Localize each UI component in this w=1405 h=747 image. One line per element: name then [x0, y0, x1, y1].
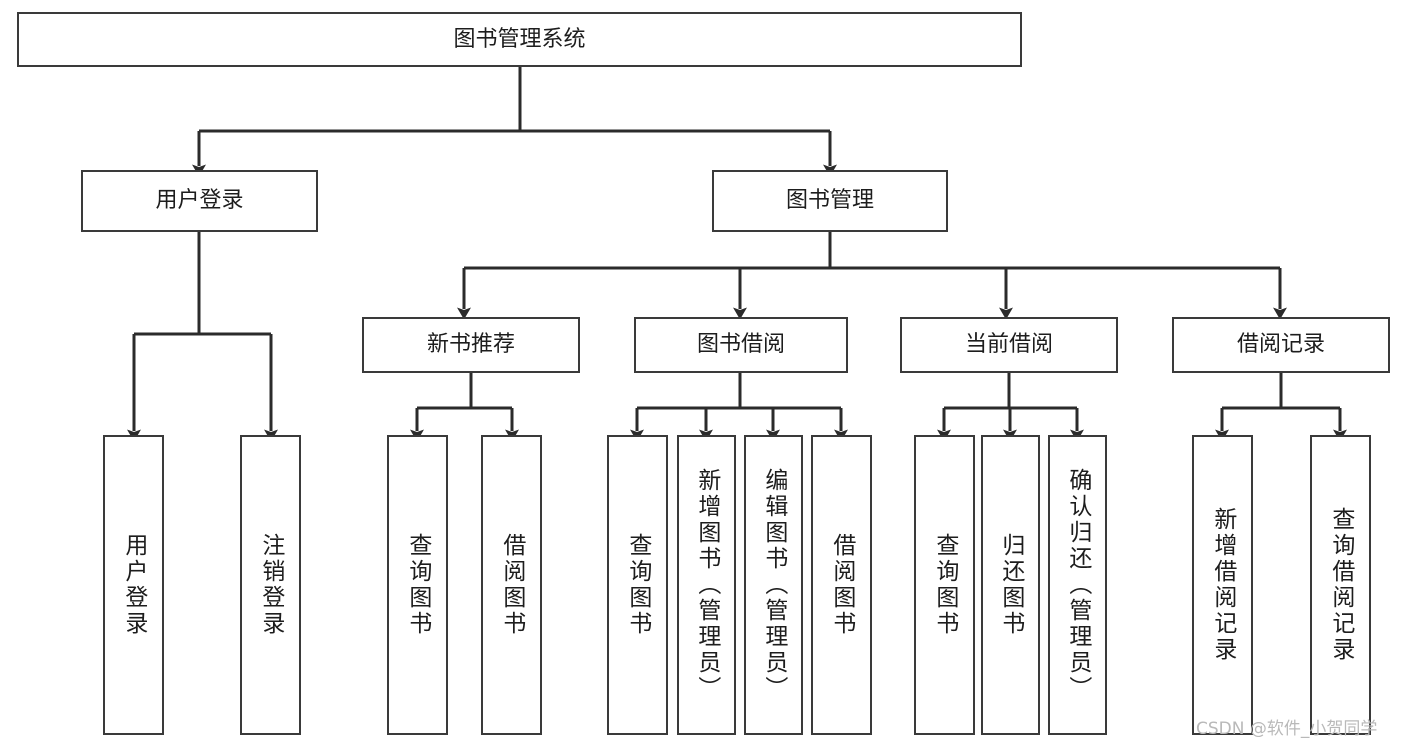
- node-root[interactable]: 图书管理系统: [17, 12, 1022, 67]
- node-user-login[interactable]: 用户登录: [81, 170, 318, 232]
- node-leaf-query-record[interactable]: 查询借阅记录: [1310, 435, 1371, 735]
- node-leaf-add-book-label: 新增图书（管理员）: [693, 468, 720, 702]
- node-leaf-edit-book-label: 编辑图书（管理员）: [760, 468, 787, 702]
- node-leaf-query-book-1[interactable]: 查询图书: [387, 435, 448, 735]
- node-current-borrow[interactable]: 当前借阅: [900, 317, 1118, 373]
- node-user-login-label: 用户登录: [155, 188, 244, 214]
- node-leaf-add-book[interactable]: 新增图书（管理员）: [677, 435, 736, 735]
- node-leaf-query-book-3[interactable]: 查询图书: [914, 435, 975, 735]
- node-leaf-borrow-book-2[interactable]: 借阅图书: [811, 435, 872, 735]
- node-borrow-record[interactable]: 借阅记录: [1172, 317, 1390, 373]
- node-root-label: 图书管理系统: [453, 26, 586, 52]
- node-current-borrow-label: 当前借阅: [964, 332, 1053, 358]
- node-book-borrow-label: 图书借阅: [696, 332, 785, 358]
- node-leaf-confirm-return[interactable]: 确认归还（管理员）: [1048, 435, 1107, 735]
- node-leaf-return-book-label: 归还图书: [997, 533, 1024, 637]
- node-leaf-query-record-label: 查询借阅记录: [1327, 507, 1354, 663]
- node-leaf-add-record[interactable]: 新增借阅记录: [1192, 435, 1253, 735]
- node-borrow-record-label: 借阅记录: [1236, 332, 1325, 358]
- node-leaf-query-book-1-label: 查询图书: [404, 533, 431, 637]
- node-leaf-query-book-3-label: 查询图书: [931, 533, 958, 637]
- node-new-book-rec-label: 新书推荐: [426, 332, 515, 358]
- node-leaf-borrow-book-1[interactable]: 借阅图书: [481, 435, 542, 735]
- node-leaf-confirm-return-label: 确认归还（管理员）: [1064, 468, 1091, 702]
- node-leaf-add-record-label: 新增借阅记录: [1209, 507, 1236, 663]
- node-leaf-query-book-2[interactable]: 查询图书: [607, 435, 668, 735]
- node-leaf-user-login-label: 用户登录: [120, 533, 147, 637]
- node-leaf-query-book-2-label: 查询图书: [624, 533, 651, 637]
- node-leaf-borrow-book-2-label: 借阅图书: [828, 533, 855, 637]
- node-leaf-logout-label: 注销登录: [257, 533, 284, 637]
- node-leaf-logout[interactable]: 注销登录: [240, 435, 301, 735]
- node-leaf-user-login[interactable]: 用户登录: [103, 435, 164, 735]
- node-book-manage[interactable]: 图书管理: [712, 170, 948, 232]
- node-leaf-borrow-book-1-label: 借阅图书: [498, 533, 525, 637]
- csdn-watermark: CSDN @软件_小贺同学: [1196, 719, 1378, 739]
- node-leaf-edit-book[interactable]: 编辑图书（管理员）: [744, 435, 803, 735]
- node-leaf-return-book[interactable]: 归还图书: [981, 435, 1040, 735]
- node-new-book-rec[interactable]: 新书推荐: [362, 317, 580, 373]
- node-book-borrow[interactable]: 图书借阅: [634, 317, 848, 373]
- node-book-manage-label: 图书管理: [785, 188, 874, 214]
